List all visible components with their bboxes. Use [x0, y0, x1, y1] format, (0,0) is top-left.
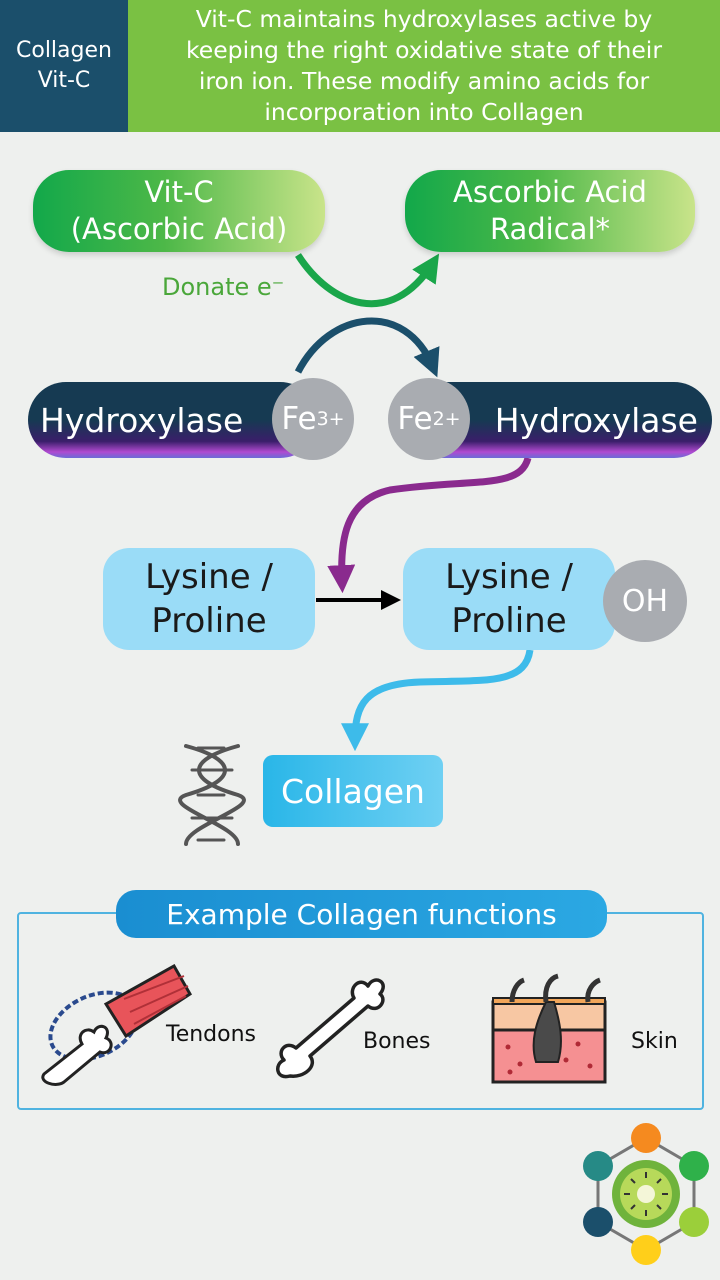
tendon-muscle-icon [41, 964, 193, 1086]
radical-line2: Radical* [489, 212, 611, 246]
description-line3: iron ion. These modify amino acids for [198, 67, 650, 95]
hydroxylase-left-label: Hydroxylase [40, 400, 244, 440]
topic-tag: Collagen Vit-C [0, 0, 128, 132]
fe2-charge: 2+ [432, 408, 461, 430]
electron-donation-arrow [295, 253, 440, 308]
description-line4: incorporation into Collagen [264, 98, 584, 126]
fe3-base: Fe [281, 401, 317, 437]
fe2-base: Fe [397, 401, 433, 437]
description-line1: Vit-C maintains hydroxylases active by [195, 5, 653, 33]
vitamin-c-node: Vit-C (Ascorbic Acid) [33, 170, 325, 252]
topic-tag-line1: Collagen [16, 38, 112, 63]
ascorbic-radical-node: Ascorbic Acid Radical* [405, 170, 695, 252]
skin-hair-icon [491, 973, 607, 1084]
bone-icon [276, 978, 385, 1079]
iron-reduction-arrow [294, 317, 440, 378]
function-label-skin: Skin [631, 1029, 678, 1054]
substrate-right-line2: Proline [451, 601, 567, 641]
hydroxylation-arrow [327, 456, 532, 594]
radical-line1: Ascorbic Acid [453, 175, 647, 209]
vitc-line1: Vit-C [144, 175, 214, 209]
substrate-right-line1: Lysine / [445, 557, 573, 597]
header-description: Vit-C maintains hydroxylases active by k… [128, 0, 720, 132]
collagen-node: Collagen [263, 755, 443, 827]
donate-electron-label: Donate e⁻ [162, 273, 285, 301]
substrate-left-line2: Proline [151, 601, 267, 641]
collagen-functions-title: Example Collagen functions [116, 890, 607, 938]
fe3-charge: 3+ [316, 408, 345, 430]
hydroxyl-badge: OH [603, 560, 687, 642]
substrate-left-line1: Lysine / [145, 557, 273, 597]
vitc-line2: (Ascorbic Acid) [70, 212, 288, 246]
hydroxylase-oxidized: Hydroxylase [28, 382, 318, 458]
hydroxylated-lysine-proline: Lysine / Proline [403, 548, 615, 650]
collagen-helix-icon [178, 744, 246, 846]
function-label-tendons: Tendons [166, 1022, 257, 1047]
collagen-incorporation-arrow [341, 649, 534, 752]
lysine-proline-substrate: Lysine / Proline [103, 548, 315, 650]
function-label-bones: Bones [363, 1029, 431, 1054]
topic-tag-line2: Vit-C [37, 68, 91, 93]
kiwi-hexagon-logo [583, 1123, 709, 1265]
description-line2: keeping the right oxidative state of the… [185, 36, 662, 64]
hydroxylase-right-label: Hydroxylase [494, 400, 698, 440]
